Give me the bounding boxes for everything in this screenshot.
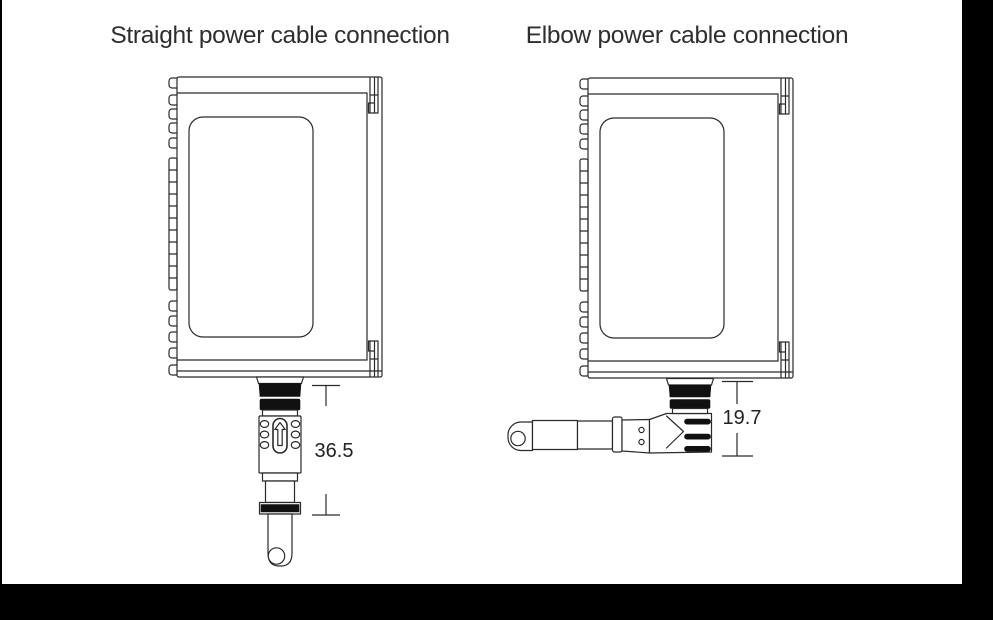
- up-arrow-icon: [274, 421, 286, 447]
- elbow-diagram: 19.7: [507, 77, 794, 457]
- dimension-value-straight: 36.5: [315, 440, 354, 462]
- cable-end-lobe: [267, 547, 286, 565]
- connector-nut-ring: [258, 383, 302, 397]
- device-outline-left: [168, 76, 383, 378]
- elbow-diagram-title: Elbow power cable connection: [525, 22, 849, 49]
- dimension-value-elbow: 19.7: [723, 407, 762, 429]
- straight-connector-drawing: [255, 376, 305, 567]
- dimension-annotation-straight: 36.5: [312, 384, 354, 516]
- dimension-annotation-elbow: 19.7: [722, 380, 762, 457]
- straight-diagram-title: Straight power cable connection: [110, 22, 450, 49]
- left-frame-line: [0, 0, 2, 620]
- elbow-connector-drawing: [507, 377, 715, 454]
- cable-end-lobe: [510, 430, 526, 447]
- connector-nut-ring: [668, 384, 712, 398]
- device-outline-right: [579, 77, 794, 379]
- bottom-black-bar: [0, 584, 993, 620]
- right-black-bar: [962, 0, 993, 620]
- straight-diagram: 36.5: [168, 76, 383, 567]
